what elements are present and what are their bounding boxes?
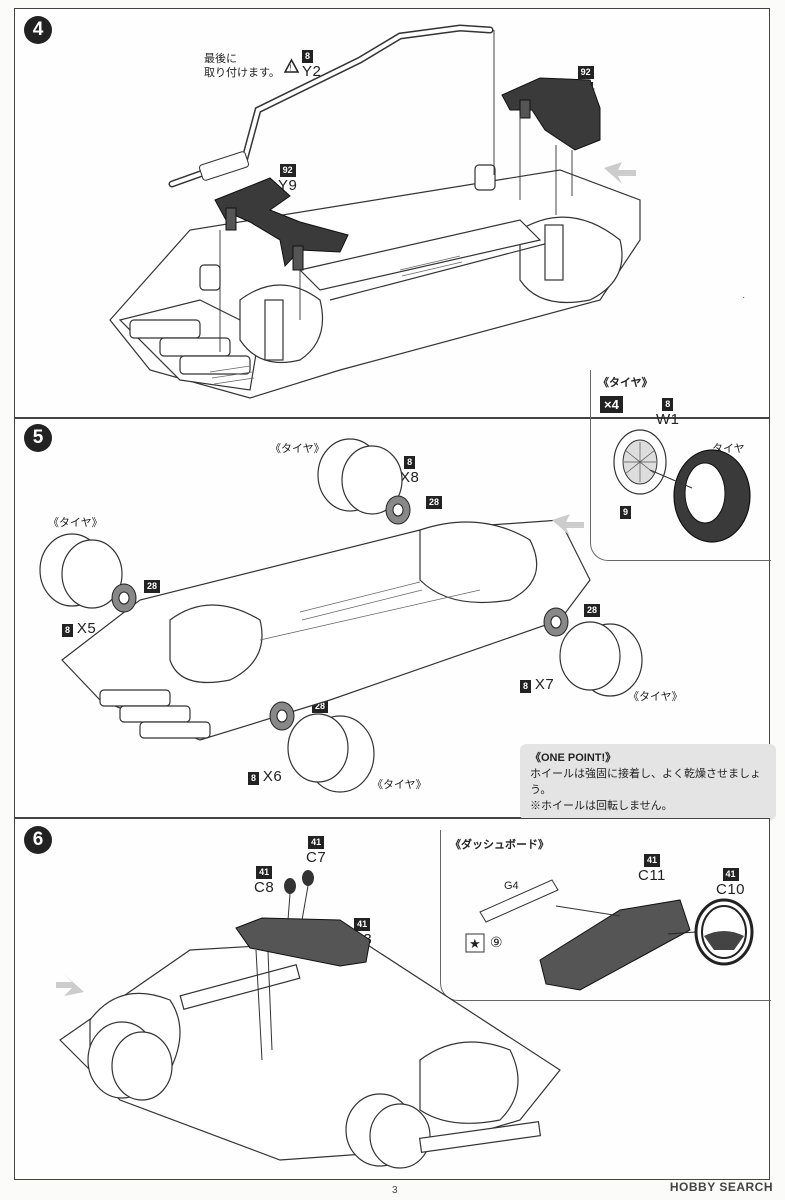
runner-box: 8 bbox=[302, 50, 314, 63]
dashboard-title: 《ダッシュボード》 bbox=[450, 839, 549, 851]
one-point-line1: ホイールは強固に接着し、よく乾燥させましょう。 bbox=[530, 768, 761, 796]
runner-box: 92 bbox=[577, 66, 594, 79]
part-code: Y2 bbox=[302, 63, 322, 80]
part-c8-label: 41 C8 bbox=[254, 862, 274, 896]
part-code: W1 bbox=[656, 411, 680, 428]
runner-box: 8 bbox=[520, 680, 532, 693]
runner-box: 28 bbox=[144, 580, 161, 593]
decal-g4-label: G4 bbox=[504, 880, 519, 892]
watermark-text: HOBBY SEARCH bbox=[669, 1180, 773, 1194]
runner-box: 28 bbox=[426, 496, 443, 509]
qty-badge: ×4 bbox=[600, 396, 623, 413]
runner-box: 41 bbox=[308, 836, 325, 849]
runner-box: 9 bbox=[620, 506, 632, 519]
runner-box: 8 bbox=[62, 624, 74, 637]
polycap-label: 9 bbox=[620, 502, 632, 519]
one-point-box: 《ONE POINT!》 ホイールは強固に接着し、よく乾燥させましょう。 ※ホイ… bbox=[520, 744, 776, 820]
part-x6-label: 8 X6 bbox=[248, 768, 282, 785]
step4-note: 最後に 取り付けます。 bbox=[204, 53, 280, 79]
part-c10-label: 41 C10 bbox=[716, 864, 745, 898]
part-code: X6 bbox=[262, 768, 283, 785]
decal-number: ⑨ bbox=[490, 934, 503, 950]
cap-28-x7: 28 bbox=[584, 600, 601, 617]
runner-box: 28 bbox=[584, 604, 601, 617]
runner-box: 41 bbox=[256, 866, 273, 879]
part-code: C8 bbox=[254, 879, 275, 896]
part-x8-label: 8 X8 bbox=[400, 452, 419, 486]
tire-label-bottom: 《タイヤ》 bbox=[372, 779, 427, 791]
svg-text:★: ★ bbox=[469, 936, 481, 951]
decal-star-icon bbox=[465, 933, 485, 953]
tire-inset-title: 《タイヤ》 bbox=[598, 377, 653, 389]
dashboard-inset bbox=[440, 830, 771, 1001]
step-6-number: 6 bbox=[24, 826, 52, 854]
part-code: C11 bbox=[638, 867, 666, 884]
runner-box: 8 bbox=[404, 456, 416, 469]
part-y2-label: 8 Y2 bbox=[302, 46, 321, 80]
runner-box: 41 bbox=[722, 868, 739, 881]
cap-28-x8: 28 bbox=[426, 492, 443, 509]
step-4-number: 4 bbox=[24, 16, 52, 44]
part-code: C7 bbox=[306, 849, 327, 866]
tire-label-left: 《タイヤ》 bbox=[48, 517, 103, 529]
cap-28-x5: 28 bbox=[144, 576, 161, 593]
tire-inset bbox=[590, 370, 771, 561]
step-5-number: 5 bbox=[24, 424, 52, 452]
runner-box: 41 bbox=[643, 854, 660, 867]
page-number: 3 bbox=[392, 1185, 398, 1196]
part-x5-label: 8 X5 bbox=[62, 620, 96, 637]
part-code: X5 bbox=[76, 620, 97, 637]
runner-box: 8 bbox=[662, 398, 674, 411]
runner-box: 41 bbox=[354, 918, 371, 931]
part-code: X8 bbox=[400, 469, 420, 486]
part-c7-label: 41 C7 bbox=[306, 832, 326, 866]
svg-text:·: · bbox=[742, 292, 745, 303]
runner-box: 8 bbox=[248, 772, 260, 785]
part-code: C10 bbox=[716, 881, 746, 898]
tire-label-right: 《タイヤ》 bbox=[628, 691, 683, 703]
runner-box: 92 bbox=[279, 164, 296, 177]
one-point-title: 《ONE POINT!》 bbox=[530, 752, 617, 764]
wheel-w1-label: 8 W1 bbox=[656, 394, 680, 428]
one-point-line2: ※ホイールは回転しません。 bbox=[530, 800, 673, 812]
part-x7-label: 8 X7 bbox=[520, 676, 554, 693]
part-code: X7 bbox=[534, 676, 555, 693]
tire-label-top: 《タイヤ》 bbox=[270, 443, 325, 455]
part-c11-label: 41 C11 bbox=[638, 850, 666, 884]
